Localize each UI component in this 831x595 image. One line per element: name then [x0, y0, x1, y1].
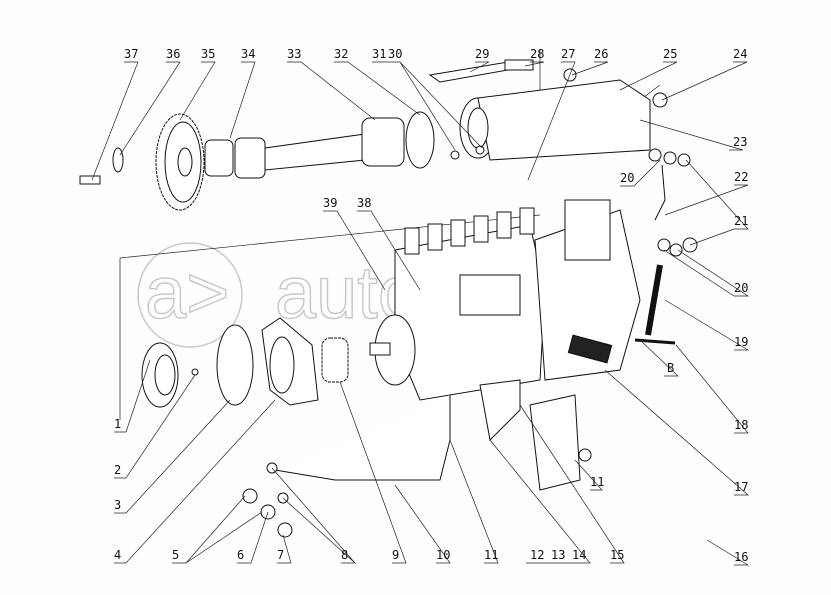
- flange-housing: [450, 79, 651, 161]
- leader-lines: [91, 61, 750, 566]
- callout-22: 22: [734, 170, 748, 184]
- callout-37: 37: [124, 47, 138, 61]
- callout-35: 35: [201, 47, 215, 61]
- callout-23: 23: [733, 135, 747, 149]
- callout-26: 26: [594, 47, 608, 61]
- callout-16: 16: [734, 550, 748, 564]
- callout-32: 32: [334, 47, 348, 61]
- coupling: [204, 137, 266, 179]
- timing-gear: [155, 113, 205, 211]
- callout-1: 1: [114, 417, 121, 431]
- callout-34: 34: [241, 47, 255, 61]
- callout-8: 8: [341, 548, 348, 562]
- cover-plate: [141, 342, 179, 408]
- callout-11-right: 11: [590, 475, 604, 489]
- gear-nut-washer: [79, 147, 124, 185]
- callout-25: 25: [663, 47, 677, 61]
- callout-33: 33: [287, 47, 301, 61]
- callout-17: 17: [734, 480, 748, 494]
- o-ring: [216, 324, 254, 406]
- callout-7: 7: [277, 548, 284, 562]
- callout-10: 10: [436, 548, 450, 562]
- callout-12: 12: [530, 548, 544, 562]
- callout-21: 21: [734, 214, 748, 228]
- drive-shaft-housing: [264, 111, 435, 171]
- callout-28: 28: [530, 47, 544, 61]
- svg-text:a>: a>: [145, 251, 229, 334]
- screw: [191, 368, 199, 376]
- callout-4: 4: [114, 548, 121, 562]
- callout-18: 18: [734, 418, 748, 432]
- callout-38: 38: [357, 196, 371, 210]
- fuel-pipe: [242, 395, 451, 538]
- injector-outlets: [404, 207, 535, 255]
- callout-3: 3: [114, 498, 121, 512]
- callout-11: 11: [484, 548, 498, 562]
- callout-5: 5: [172, 548, 179, 562]
- callout-labels: 37 36 35 34 33 32 31 30 29 28 27 26 25 2…: [114, 47, 748, 564]
- callout-30: 30: [388, 47, 402, 61]
- mounting-bracket: [479, 379, 592, 491]
- callout-24: 24: [733, 47, 747, 61]
- callout-20-upper: 20: [620, 171, 634, 185]
- drive-hub: [321, 337, 349, 383]
- callout-13: 13: [551, 548, 565, 562]
- callout-39: 39: [323, 196, 337, 210]
- callout-19: 19: [734, 335, 748, 349]
- callout-27: 27: [561, 47, 575, 61]
- adapter-flange: [261, 317, 319, 406]
- callout-6: 6: [237, 548, 244, 562]
- callout-9: 9: [392, 548, 399, 562]
- callout-2: 2: [114, 463, 121, 477]
- callout-20: 20: [734, 281, 748, 295]
- callout-B: B: [667, 361, 674, 375]
- callout-15: 15: [610, 548, 624, 562]
- control-rod-spring: [634, 264, 676, 345]
- callout-29: 29: [475, 47, 489, 61]
- long-bolt: [428, 59, 534, 83]
- callout-36: 36: [166, 47, 180, 61]
- injection-pump-body: [369, 199, 641, 401]
- callout-14: 14: [572, 548, 586, 562]
- callout-31: 31: [372, 47, 386, 61]
